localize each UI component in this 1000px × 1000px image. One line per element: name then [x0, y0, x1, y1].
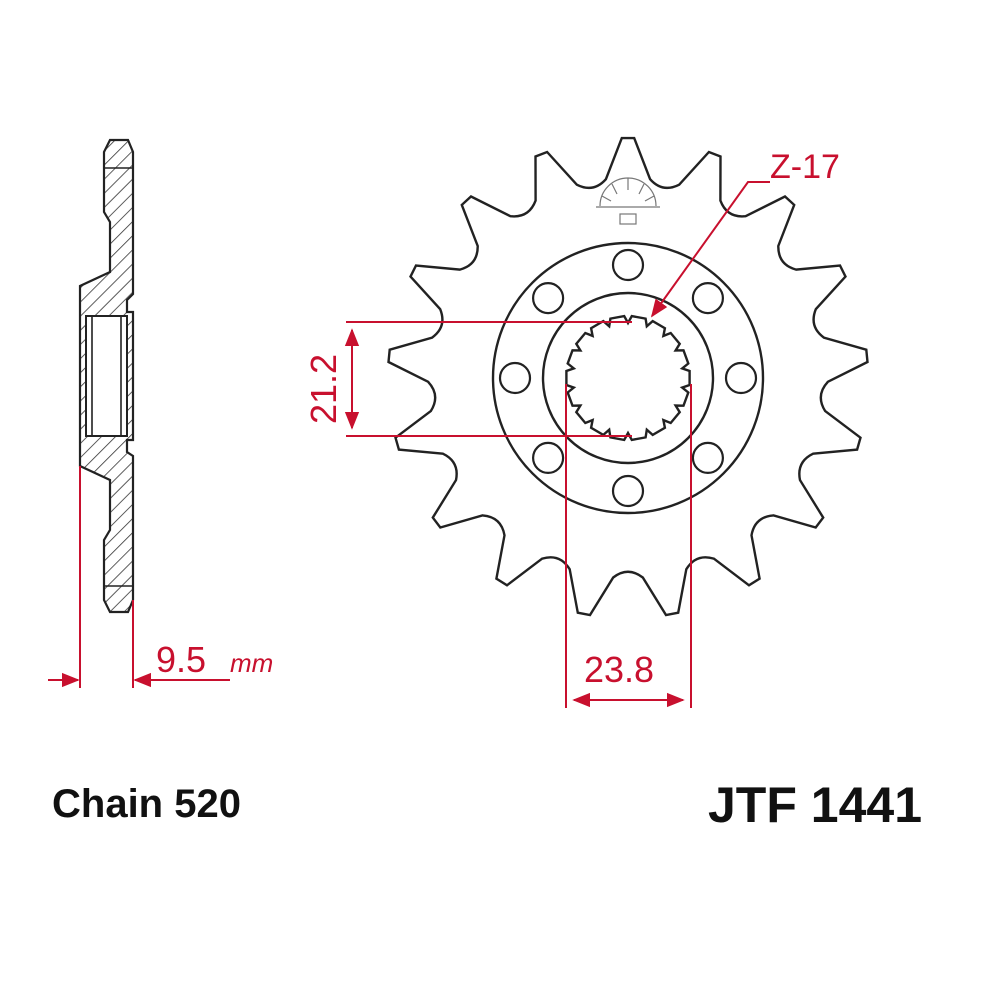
thickness-unit-label: mm [230, 648, 273, 678]
thickness-dimension: 9.5 mm [48, 466, 273, 688]
sprocket-front-view [387, 136, 869, 617]
lightening-hole [724, 361, 758, 395]
sprocket-side-view [78, 138, 135, 614]
inner-diameter-dimension: 21.2 [303, 321, 632, 437]
lightening-hole [611, 248, 645, 282]
manufacturer-logo-icon [596, 177, 660, 225]
lightening-hole [611, 474, 645, 508]
lightening-hole [498, 361, 532, 395]
teeth-count-label: Z-17 [770, 148, 840, 186]
side-view-bore [85, 315, 128, 437]
lightening-hole [531, 282, 565, 315]
lightening-holes [498, 248, 758, 508]
lightening-hole [691, 282, 725, 315]
inner-diameter-label: 21.2 [303, 354, 344, 424]
lightening-hole [691, 441, 725, 474]
lightening-hole [531, 441, 565, 474]
outer-diameter-dimension: 23.8 [565, 384, 692, 708]
splined-bore [565, 314, 691, 442]
teeth-count-annotation: Z-17 [650, 148, 840, 318]
chain-size-caption: Chain 520 [52, 782, 241, 826]
outer-diameter-label: 23.8 [584, 649, 654, 690]
part-number-caption: JTF 1441 [708, 777, 923, 833]
thickness-value-label: 9.5 [156, 639, 206, 680]
